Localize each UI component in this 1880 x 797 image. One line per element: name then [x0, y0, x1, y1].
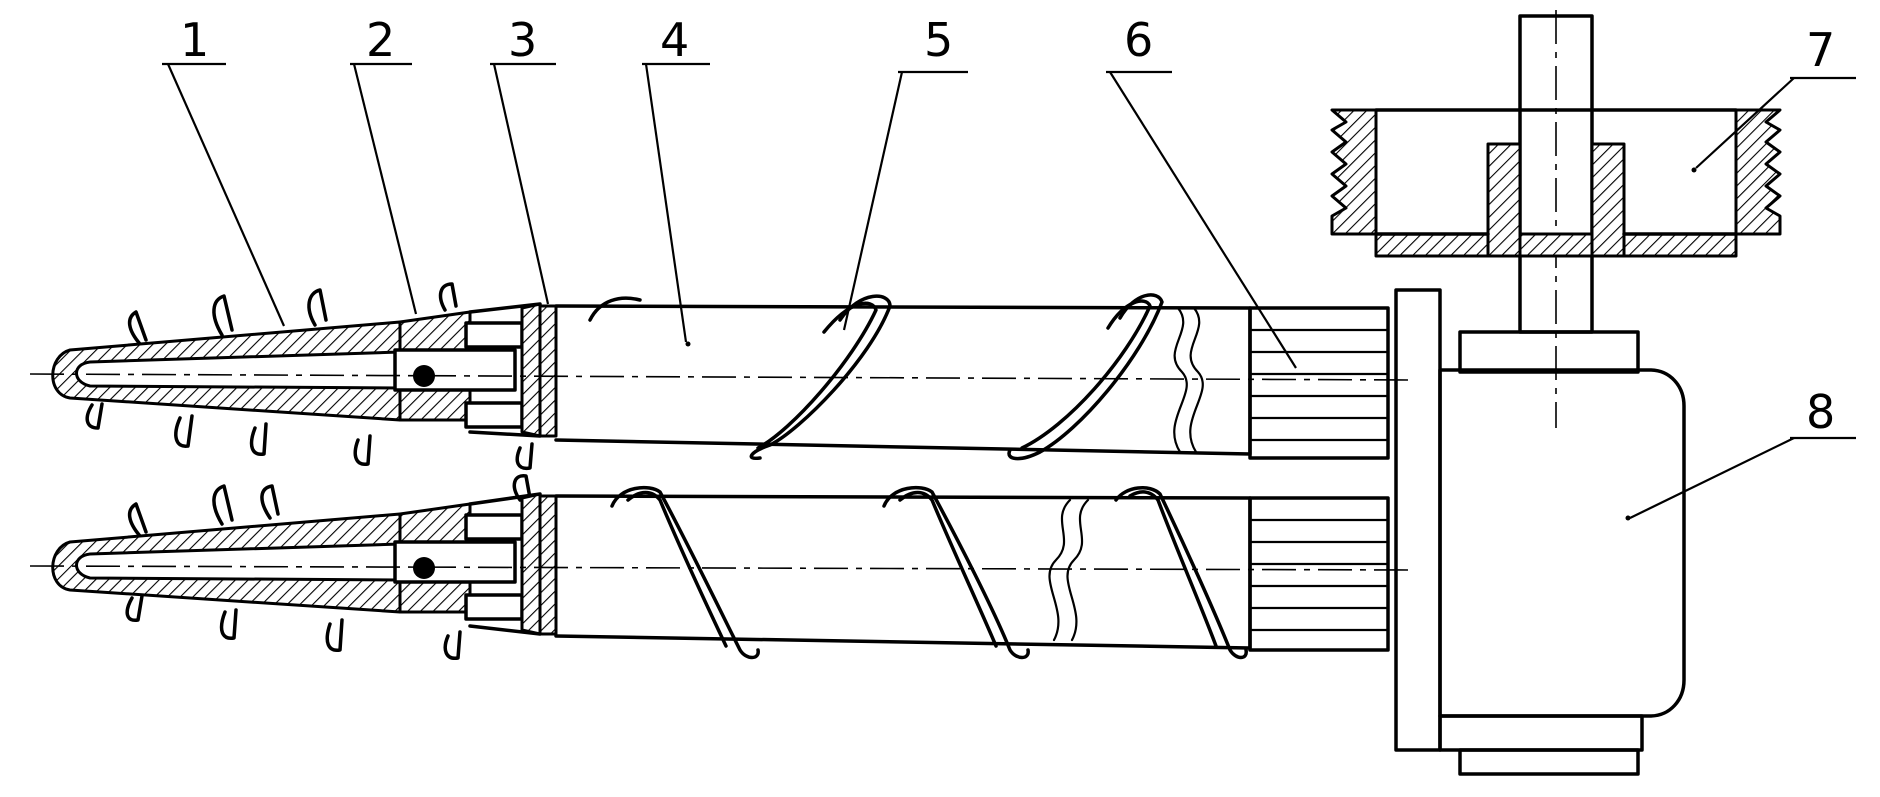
callout-5: 5: [842, 13, 968, 331]
lower-spiral-flighting: [610, 485, 1248, 660]
upper-tip-teeth: [85, 282, 534, 471]
upper-pin-slot: [393, 348, 517, 392]
upper-auger: [29, 282, 1411, 471]
gearbox-mounting-plate: [1394, 288, 1442, 752]
svg-text:2: 2: [366, 13, 395, 67]
gearbox: [1394, 288, 1686, 776]
upper-tube: [554, 304, 1252, 456]
gearbox-bottom-boss: [1438, 714, 1644, 752]
callout-7: 7: [1695, 23, 1856, 169]
lower-splined-coupling: [1248, 496, 1390, 652]
callout-3: 3: [490, 13, 556, 305]
upper-flange-plate: [538, 304, 558, 438]
gearbox-housing: [1438, 368, 1686, 718]
lower-flange-plate: [538, 494, 558, 636]
lower-tube: [554, 494, 1252, 650]
svg-text:1: 1: [180, 13, 209, 67]
svg-text:4: 4: [660, 13, 689, 67]
upper-spiral-flighting: [588, 293, 1164, 461]
upper-conical-tip: [51, 320, 402, 422]
callout-6: 6: [1106, 13, 1297, 369]
callout-4: 4: [642, 13, 710, 343]
callout-1: 1: [162, 13, 286, 327]
v-belt-pulley: [1330, 108, 1782, 258]
svg-text:3: 3: [508, 13, 537, 67]
lower-conical-tip: [51, 512, 402, 614]
lower-auger: [29, 474, 1411, 660]
lower-pin-slot: [393, 540, 517, 584]
gearbox-top-boss: [1458, 330, 1640, 374]
svg-text:7: 7: [1806, 23, 1835, 77]
svg-text:8: 8: [1806, 385, 1835, 439]
svg-text:6: 6: [1124, 13, 1153, 67]
callout-8: 8: [1629, 385, 1856, 519]
upper-splined-coupling: [1248, 306, 1390, 460]
input-shaft: [1518, 10, 1594, 428]
callout-2: 2: [350, 13, 418, 315]
lower-pin: [413, 557, 435, 579]
svg-text:5: 5: [924, 13, 953, 67]
